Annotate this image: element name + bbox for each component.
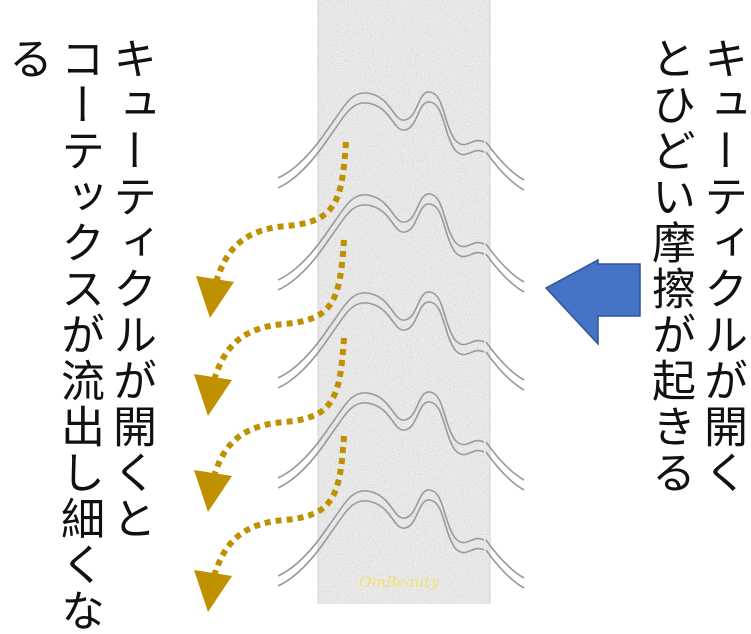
watermark: OmBeauty xyxy=(359,573,439,591)
left-arrow-icon xyxy=(544,258,641,346)
left-note-line1: キューティクルが開くと xyxy=(105,36,156,542)
cuticle-scale xyxy=(277,391,525,491)
hair-cuticle-diagram: OmBeauty xyxy=(194,0,641,612)
outflow-arrow-path xyxy=(211,337,347,477)
right-note-line2: とひどい摩擦が起きる xyxy=(644,36,695,496)
cuticle-scale xyxy=(277,291,525,391)
cuticle-scales xyxy=(277,91,525,589)
outflow-arrow-path xyxy=(213,141,349,283)
left-note-line3: る xyxy=(1,36,52,82)
cuticle-scale xyxy=(277,193,525,293)
left-note-line2: コーテックスが流出し細くな xyxy=(53,36,104,634)
right-note-line1: キューティクルが開く xyxy=(696,36,747,496)
dotted-curved-arrow-icon xyxy=(194,470,232,512)
outflow-arrow-path xyxy=(211,435,347,577)
cuticle-scale xyxy=(277,91,525,191)
dotted-curved-arrow-icon xyxy=(194,374,232,416)
dotted-curved-arrow-icon xyxy=(196,276,234,318)
cuticle-scale xyxy=(277,489,525,589)
outflow-arrow-path xyxy=(211,239,347,381)
dotted-curved-arrow-icon xyxy=(194,570,232,612)
cortex-outflow-arrows xyxy=(194,141,349,612)
hair-shaft xyxy=(317,0,491,604)
